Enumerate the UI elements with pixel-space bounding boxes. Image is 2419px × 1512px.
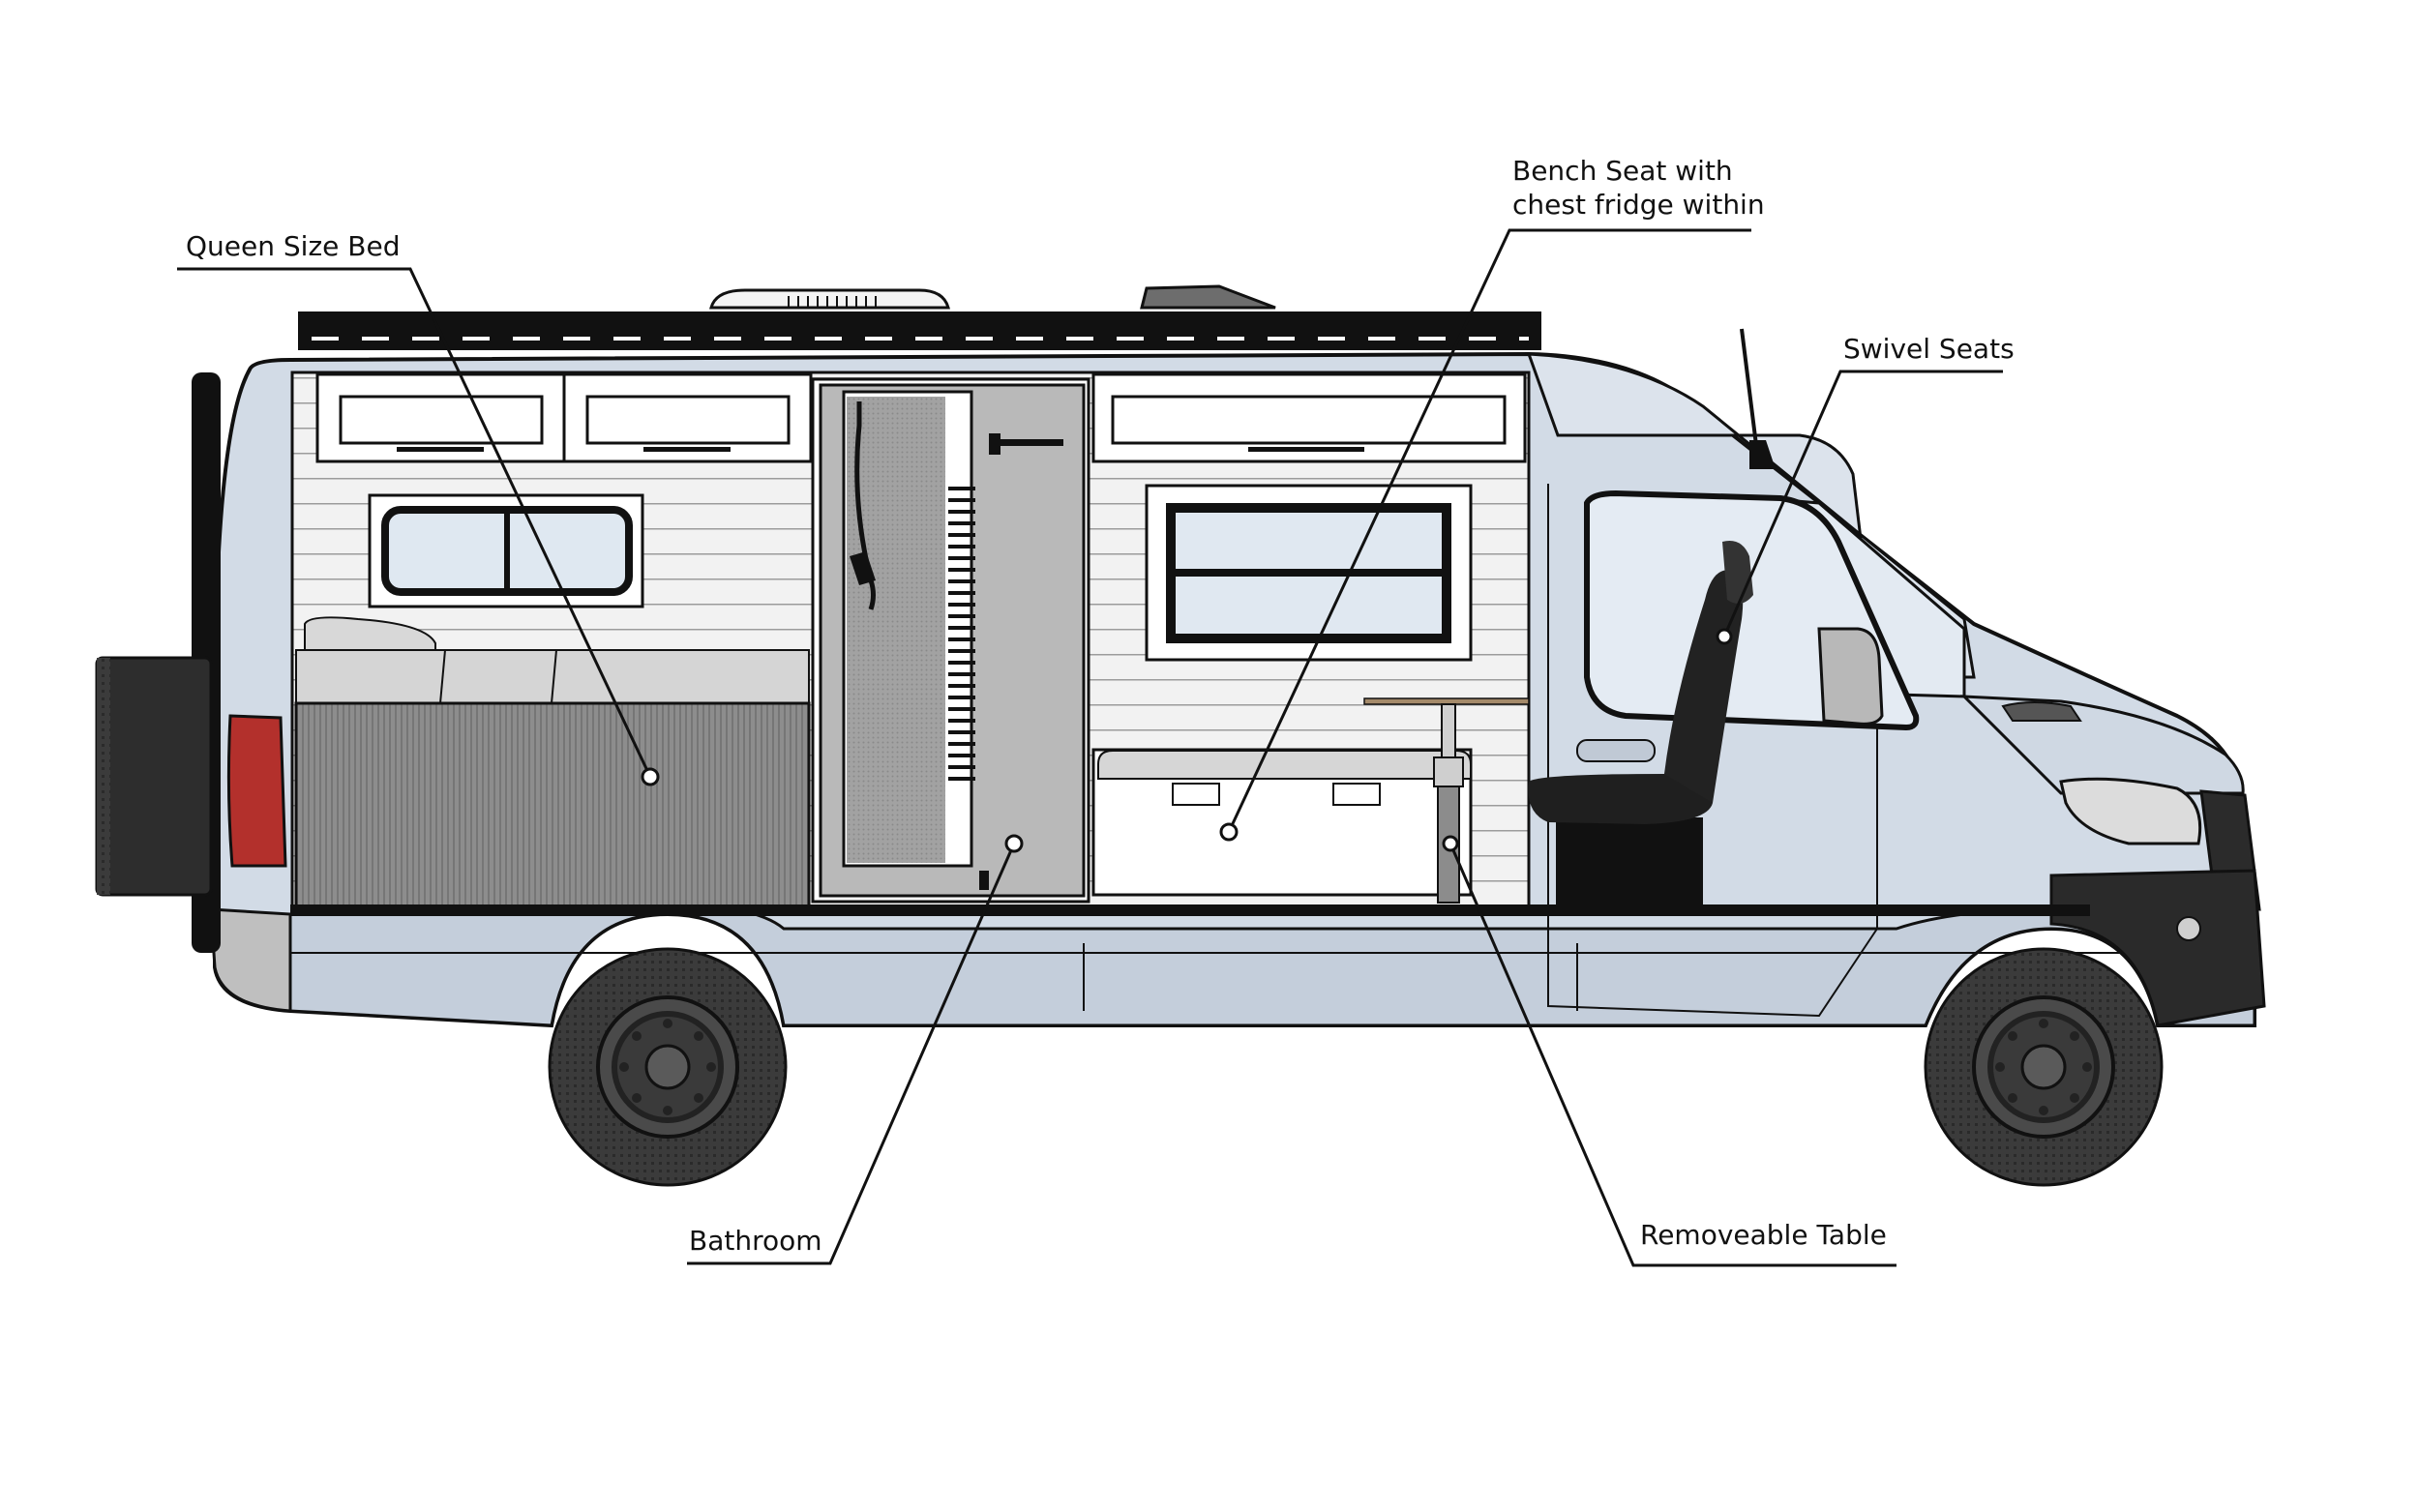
roof-rack xyxy=(298,284,1541,350)
callout-bench-seat: Bench Seat with chest fridge within xyxy=(1219,155,1765,842)
fridge-handle-2 xyxy=(1332,783,1381,806)
seat-cushion xyxy=(1528,774,1713,824)
callout-label-swivel-seats: Swivel Seats xyxy=(1843,333,2015,365)
rear-bumper xyxy=(209,907,292,1013)
leader-line-swivel-seats xyxy=(1722,370,2003,637)
callout-queen-bed: Queen Size Bed xyxy=(177,230,660,786)
callout-label-table: Removeable Table xyxy=(1640,1219,1887,1251)
callout-label-bathroom: Bathroom xyxy=(689,1225,822,1257)
callout-label-bench-seat-1: Bench Seat with xyxy=(1512,155,1733,187)
bench-cushion xyxy=(1097,750,1472,780)
shower-head-icon xyxy=(850,551,876,585)
swivel-seat xyxy=(1528,541,1753,906)
rear-storage-box xyxy=(95,656,213,897)
fridge-handle-1 xyxy=(1172,783,1220,806)
callout-dot-bathroom xyxy=(1004,834,1024,853)
bathroom-door-handle xyxy=(989,433,1000,455)
door-handle xyxy=(1576,739,1656,762)
seat-back xyxy=(1664,570,1744,803)
callout-dot-table xyxy=(1442,835,1459,852)
seat-pedestal xyxy=(1556,817,1703,906)
callout-swivel-seats: Swivel Seats xyxy=(1716,333,2015,645)
callout-dot-queen-bed xyxy=(641,767,660,786)
rear-wheel xyxy=(548,947,788,1187)
front-bumper xyxy=(2049,869,2266,1027)
tail-light xyxy=(226,714,287,868)
interior-cutaway xyxy=(290,371,2090,916)
leader-line-queen-bed xyxy=(177,267,652,778)
floor-line xyxy=(290,904,2090,916)
roof-ac-unit xyxy=(709,288,950,310)
callout-bathroom: Bathroom xyxy=(687,834,1024,1265)
callout-table: Removeable Table xyxy=(1442,835,1896,1267)
callout-dot-swivel-seats xyxy=(1716,628,1733,645)
bed-base-garage xyxy=(294,701,811,908)
callout-label-queen-bed: Queen Size Bed xyxy=(186,230,400,262)
callout-dot-bench-seat xyxy=(1219,822,1239,842)
van-illustration xyxy=(95,284,2266,1187)
pillow-1 xyxy=(304,616,436,654)
callout-label-bench-seat-2: chest fridge within xyxy=(1512,189,1765,221)
rocker-panel xyxy=(213,903,2256,1027)
leader-line-bench-seat xyxy=(1227,228,1751,833)
roof-vent xyxy=(1140,284,1276,310)
leader-line-bathroom xyxy=(687,843,1016,1265)
front-wheel xyxy=(1924,947,2164,1187)
leader-line-table xyxy=(1448,843,1896,1267)
side-mirror xyxy=(1817,627,1884,726)
cab-roof xyxy=(1526,352,1976,679)
shower-panel xyxy=(847,397,945,863)
headlight xyxy=(2059,777,2202,845)
